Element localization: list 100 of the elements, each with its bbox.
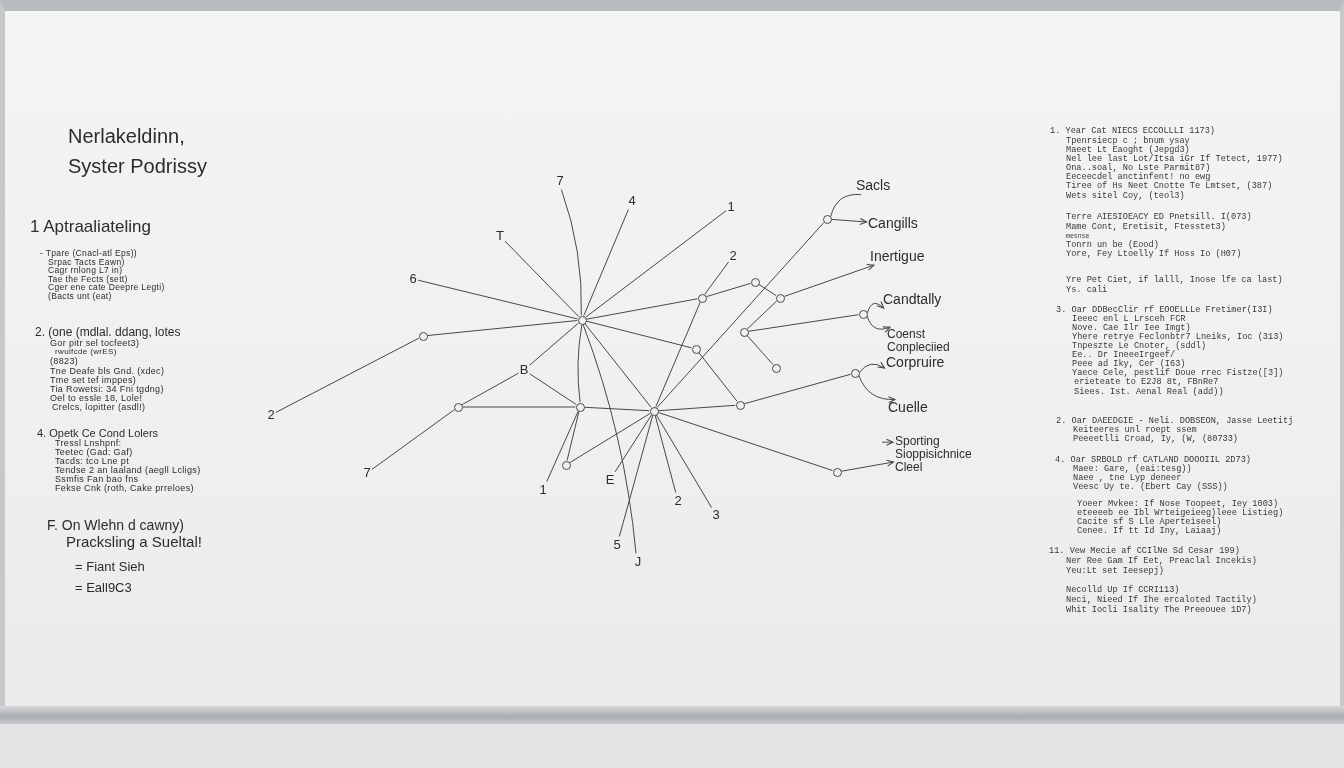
connector-line: [427, 320, 578, 336]
note-heading: = Fiant Sieh: [75, 559, 145, 575]
connector-line: [585, 210, 727, 318]
node-label: Candtally: [883, 292, 942, 308]
connector-line: [462, 406, 576, 408]
node-label: Coenst Conpleciied: [887, 327, 950, 355]
note-text: Ys. cali: [1066, 286, 1108, 296]
node-label: 6: [409, 271, 417, 287]
note-text: Yeu:Lt set Ieesepj): [1066, 567, 1164, 577]
connector-line: [417, 279, 578, 320]
connector-line: [706, 282, 751, 298]
note-text: Tne Deafe bls Gnd. (xdec): [50, 365, 165, 376]
note-heading: F. On Wlehn d cawny): [47, 516, 184, 534]
note-text: erieteate to E2J8 8t, FBnRe7: [1074, 378, 1219, 388]
node-label: 2: [729, 248, 737, 264]
node-label: T: [496, 228, 504, 244]
note-text: Veesc Uy te. (Ebert Cay (SSS)): [1073, 483, 1228, 493]
arrow: [783, 263, 875, 297]
connector-line: [566, 411, 580, 461]
connector-line: [504, 240, 580, 318]
note-text: (Bacts unt (eat): [48, 291, 112, 302]
node-label: Inertigue: [870, 249, 925, 265]
connector-line: [654, 415, 677, 493]
node-label: 1: [727, 199, 735, 215]
connector-line: [698, 352, 738, 402]
note-text: Mame Cont, Eretisit, Ftesstet3): [1066, 223, 1226, 233]
connector-line: [546, 410, 579, 482]
connector-line: [584, 323, 652, 408]
connector-line: [586, 320, 692, 349]
note-heading: 2. (one (mdlal. ddang, lotes: [35, 326, 181, 340]
node-label: Sporting Sioppisichnice Cleel: [895, 435, 972, 475]
connector-line: [461, 372, 519, 406]
connector-line: [746, 335, 774, 365]
connector-line: [655, 414, 713, 509]
node-label: Cuelle: [888, 400, 928, 416]
note-heading: = Eall9C3: [75, 580, 132, 596]
note-text: Tacds: tco Lne pt: [55, 455, 129, 467]
note-text: Ssmfis Fan bao fns: [55, 473, 139, 484]
note-text: Siees. Ist. Aenal Real (add)): [1074, 388, 1224, 398]
note-heading: 4. Opetk Ce Cond Lolers: [37, 426, 159, 439]
connector-line: [704, 261, 729, 295]
connector-line: [371, 409, 455, 470]
note-text: Fekse Cnk (roth, Cake prreloes): [55, 482, 194, 494]
node-label: 2: [674, 493, 682, 509]
note-text: Yore, Fey Ltoelly If Hoss Io (H07): [1066, 250, 1242, 260]
node-label: Cangills: [868, 216, 918, 232]
note-text: Tonrn un be (Eood): [1066, 241, 1159, 251]
node-label: E: [605, 472, 615, 488]
connector-line: [584, 406, 650, 412]
note-text: Maee: Gare, (eai:tesg)): [1073, 465, 1192, 475]
note-text: Oel to essle 18, Lole!: [50, 392, 143, 403]
node-label: 7: [556, 173, 564, 189]
arrow: [858, 375, 896, 404]
note-text: - Tpare (Cnacl-atl Eps)): [40, 249, 138, 259]
arrow: [831, 217, 868, 226]
arrow: [867, 301, 885, 314]
node-label: J: [634, 554, 642, 570]
note-text: (8823): [50, 355, 79, 367]
connector-line: [656, 222, 825, 408]
connector-line: [655, 301, 701, 408]
note-text: Cenee. If tt Id Iny, Laiaaj): [1077, 527, 1222, 537]
note-text: Peeeetlli Croad, Iy, (W, (80733): [1073, 435, 1239, 445]
arrow: [841, 459, 895, 472]
node-label: 1: [539, 482, 547, 498]
node-label: 3: [712, 507, 720, 523]
arrow: [866, 315, 891, 333]
connector-line: [658, 412, 833, 471]
note-text: Tendse 2 an laaland (aegll Lcligs): [55, 464, 201, 475]
connector-line: [583, 209, 629, 317]
connector-line: [529, 373, 577, 405]
connector-line: [577, 324, 583, 403]
node-label: 2: [267, 407, 275, 423]
connector-line: [586, 298, 698, 320]
connector-line: [830, 193, 862, 217]
connector-line: [582, 324, 637, 554]
note-text: Cagr rnlong L7 in): [48, 266, 123, 276]
note-text: Tae the Fects (sett): [48, 274, 128, 285]
note-text: Tiree of Hs Neet Cnotte Te Lmtset, (387): [1066, 182, 1273, 192]
connector-line: [748, 314, 859, 332]
node-label: Corpruire: [886, 355, 945, 371]
node-label: 5: [613, 537, 621, 553]
arrow: [881, 438, 894, 446]
note-text: Whit Iocli Isality The Preeouee 1D7): [1066, 606, 1252, 616]
connector-line: [658, 404, 736, 412]
note-text: Ner Ree Gam If Eet, Preaclal Incekis): [1066, 557, 1257, 567]
connector-line: [275, 337, 420, 413]
note-heading: 1 Aptraaliateling: [30, 217, 151, 237]
note-heading: Pracksling a Sueltal!: [66, 533, 202, 551]
connector-line: [746, 300, 778, 330]
note-text: Yre Pet Ciet, if lalll, Inose lfe ca last): [1066, 276, 1283, 286]
note-text: Wets sitel Coy, (teol3): [1066, 192, 1185, 202]
node-label: 4: [628, 193, 636, 209]
connector-line: [618, 415, 654, 537]
note-text: Crelcs, lopitter (asdl!): [52, 401, 146, 413]
connector-line: [758, 284, 777, 296]
note-text: Neci, Nieed If Ihe ercaloted Tactily): [1066, 596, 1257, 606]
note-text: 11. Vew Mecie af CCIlNe Sd Cesar 199): [1049, 547, 1240, 557]
node-label: B: [519, 362, 529, 378]
note-text: Cger ene cate Deepre Legti): [48, 283, 165, 293]
note-text: 1. Year Cat NIECS ECCOLLLI 1173): [1050, 127, 1216, 137]
